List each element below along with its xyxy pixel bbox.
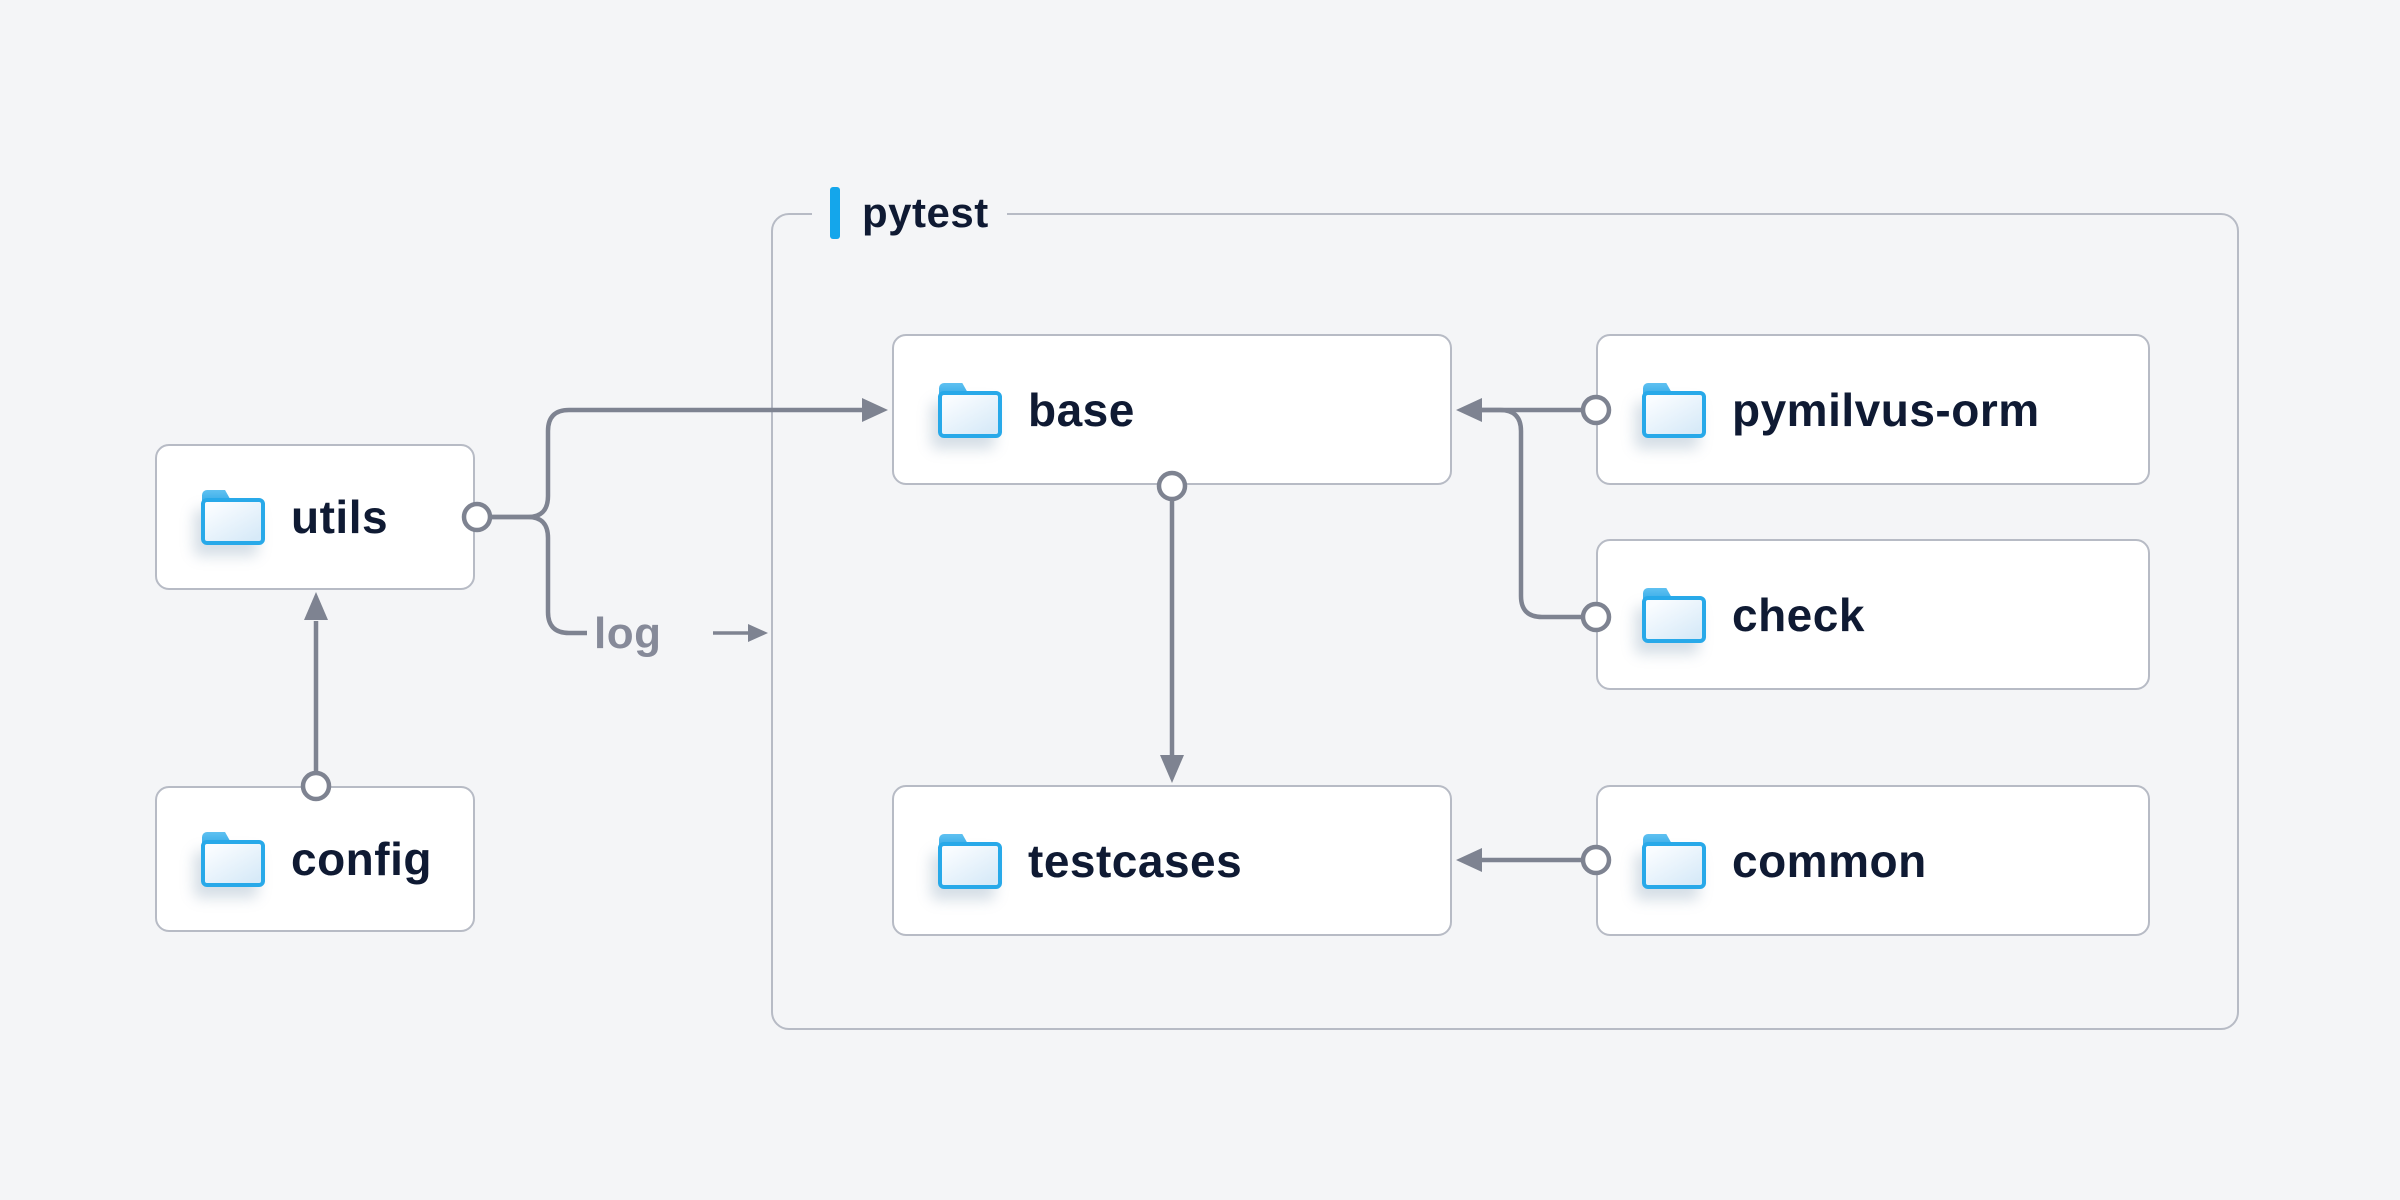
node-label-testcases: testcases bbox=[1028, 834, 1243, 887]
node-common: common bbox=[1596, 785, 2150, 936]
folder-icon bbox=[1642, 587, 1706, 643]
node-base: base bbox=[892, 334, 1452, 485]
arrow-right-icon bbox=[748, 624, 768, 642]
node-pymilvus-orm: pymilvus-orm bbox=[1596, 334, 2150, 485]
node-label-config: config bbox=[291, 833, 432, 885]
connector-line bbox=[490, 514, 587, 636]
folder-icon bbox=[201, 489, 265, 545]
accent-bar-icon bbox=[830, 187, 840, 239]
folder-icon bbox=[1642, 833, 1706, 889]
pytest-group-container bbox=[771, 213, 2239, 1030]
node-label-pymilvus-orm: pymilvus-orm bbox=[1732, 383, 2040, 436]
folder-icon bbox=[201, 831, 265, 887]
node-label-utils: utils bbox=[291, 491, 389, 543]
folder-icon bbox=[1642, 382, 1706, 438]
pytest-group-label: pytest bbox=[812, 187, 1007, 239]
arrow-up-icon bbox=[304, 592, 328, 620]
node-config: config bbox=[155, 786, 475, 932]
node-label-common: common bbox=[1732, 834, 1927, 887]
node-testcases: testcases bbox=[892, 785, 1452, 936]
node-label-check: check bbox=[1732, 588, 1865, 641]
folder-icon bbox=[938, 833, 1002, 889]
group-title: pytest bbox=[862, 189, 989, 236]
folder-icon bbox=[938, 382, 1002, 438]
node-utils: utils bbox=[155, 444, 475, 590]
node-check: check bbox=[1596, 539, 2150, 690]
edge-config-to-utils bbox=[304, 592, 328, 771]
edge-label-log: log bbox=[594, 609, 662, 658]
node-label-base: base bbox=[1028, 383, 1135, 436]
